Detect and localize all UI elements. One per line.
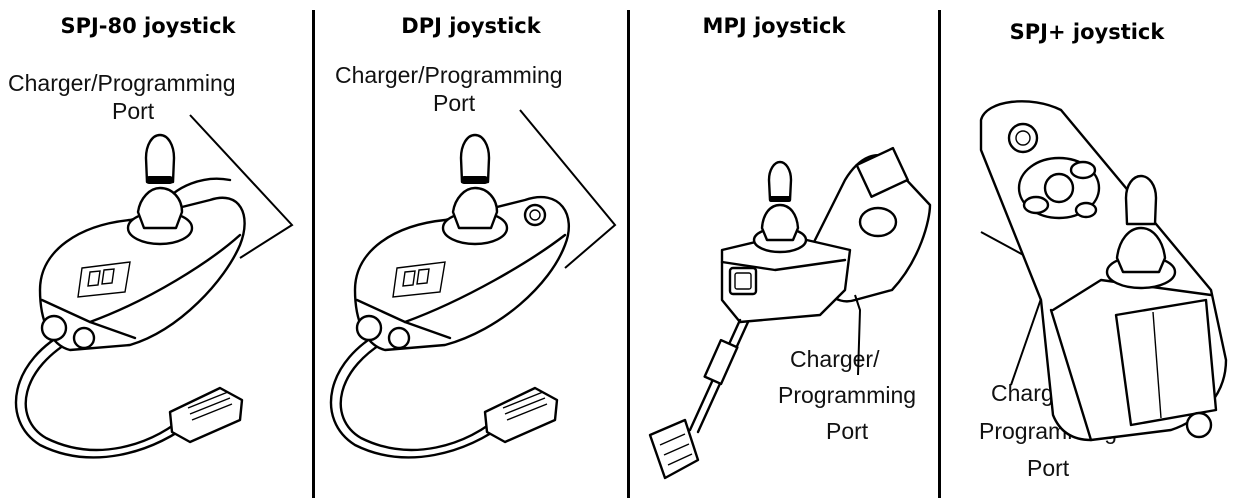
panel-spj80: SPJ-80 joystick Charger/Programming Port	[0, 0, 312, 498]
dpj-joystick-illustration	[329, 109, 617, 459]
panel-title: MPJ joystick	[702, 14, 846, 38]
port-label-line-2: Programming	[778, 382, 917, 408]
divider-3	[938, 10, 941, 498]
panel-dpj: DPJ joystick Charger/Programming Port	[315, 0, 627, 498]
panel-mpj: MPJ joystick Charger/ Programming Port	[630, 0, 938, 498]
panel-title: SPJ-80 joystick	[60, 14, 236, 38]
panel-title: SPJ+ joystick	[1009, 20, 1165, 44]
panel-spj-plus: SPJ+ joystick Charger/ Programming Port	[941, 0, 1233, 498]
port-label-line-1: Charger/	[790, 346, 880, 372]
mpj-joystick-illustration	[648, 146, 932, 480]
port-label-line-3: Port	[1027, 455, 1070, 481]
panel-title: DPJ joystick	[401, 14, 541, 38]
port-label-line-1: Charger/Programming	[335, 62, 563, 88]
port-label-line-2: Port	[112, 98, 155, 124]
port-label-line-2: Port	[433, 90, 476, 116]
spj80-joystick-illustration	[14, 114, 294, 459]
spj-plus-joystick-illustration	[979, 100, 1228, 442]
divider-1	[312, 10, 315, 498]
port-label-line-3: Port	[826, 418, 869, 444]
divider-2	[627, 10, 630, 498]
port-label-line-1: Charger/Programming	[8, 70, 236, 96]
